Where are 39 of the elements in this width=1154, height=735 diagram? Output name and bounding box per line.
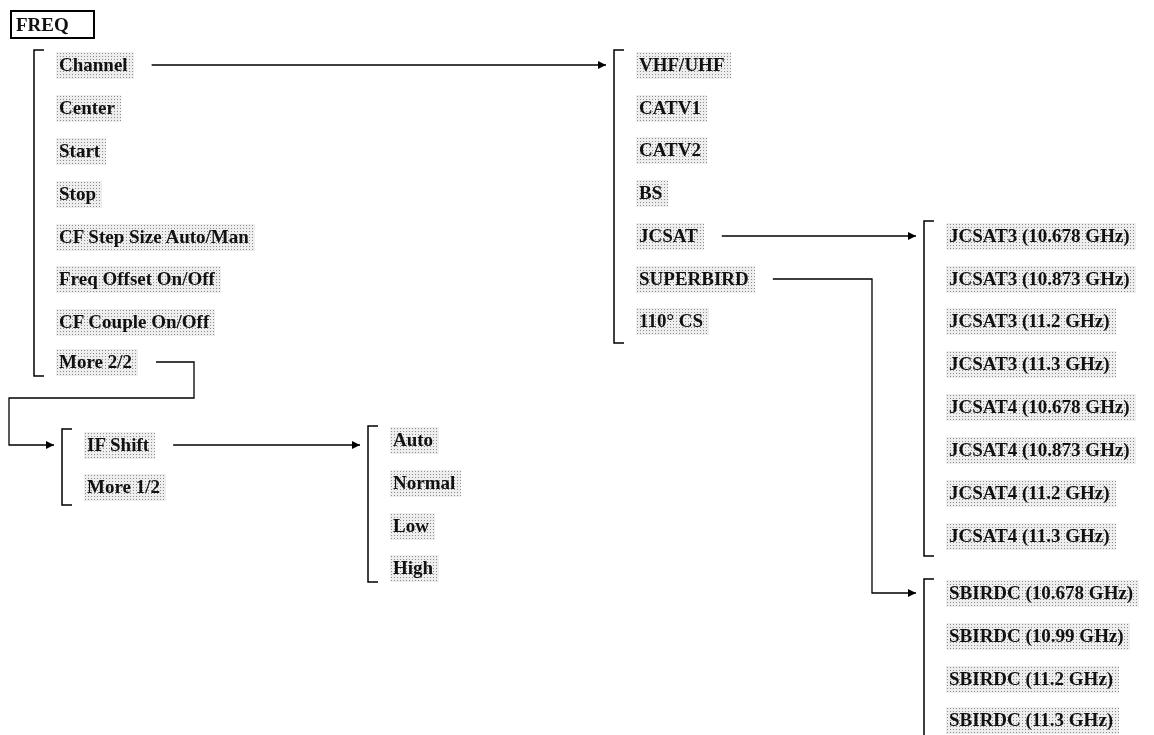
softkey-label: JCSAT4 (10.873 GHz) xyxy=(946,436,1136,464)
softkey-label: Normal xyxy=(390,469,462,497)
softkey-label: JCSAT3 (11.2 GHz) xyxy=(946,307,1116,335)
softkey-label: More 1/2 xyxy=(84,473,166,501)
softkey-label: BS xyxy=(636,179,669,207)
softkey-label: SBIRDC (11.2 GHz) xyxy=(946,665,1120,693)
softkey-label: SBIRDC (10.678 GHz) xyxy=(946,579,1140,607)
softkey-label: JCSAT3 (11.3 GHz) xyxy=(946,350,1116,378)
softkey-label: Channel xyxy=(56,51,134,79)
softkey-label: VHF/UHF xyxy=(636,51,731,79)
softkey-label: CATV2 xyxy=(636,136,707,164)
softkey-label: JCSAT4 (10.678 GHz) xyxy=(946,393,1136,421)
softkey-label: Auto xyxy=(390,426,440,454)
arrow xyxy=(721,232,917,240)
softkey-label: IF Shift xyxy=(84,431,156,459)
arrow xyxy=(8,361,195,449)
softkey-label: Center xyxy=(56,94,121,122)
softkey-label: Stop xyxy=(56,180,102,208)
softkey-label: JCSAT4 (11.3 GHz) xyxy=(946,522,1116,550)
softkey-label: Low xyxy=(390,512,435,540)
softkey-label: SBIRDC (11.3 GHz) xyxy=(946,706,1120,734)
softkey-label: Start xyxy=(56,137,107,165)
arrow xyxy=(772,278,917,597)
softkey-label: Freq Offset On/Off xyxy=(56,265,221,293)
softkey-label: High xyxy=(390,554,440,582)
softkey-label: SBIRDC (10.99 GHz) xyxy=(946,622,1130,650)
softkey-label: CF Couple On/Off xyxy=(56,308,216,336)
softkey-label: More 2/2 xyxy=(56,348,138,376)
arrow xyxy=(172,441,361,449)
softkey-label: SUPERBIRD xyxy=(636,265,755,293)
softkey-label: CF Step Size Auto/Man xyxy=(56,223,255,251)
softkey-label: JCSAT xyxy=(636,222,704,250)
key-label: FREQ xyxy=(10,10,95,39)
softkey-label: JCSAT3 (10.873 GHz) xyxy=(946,265,1136,293)
softkey-label: CATV1 xyxy=(636,94,707,122)
softkey-label: 110° CS xyxy=(636,307,710,335)
softkey-label: JCSAT3 (10.678 GHz) xyxy=(946,222,1136,250)
softkey-label: JCSAT4 (11.2 GHz) xyxy=(946,479,1116,507)
arrow xyxy=(151,61,607,69)
